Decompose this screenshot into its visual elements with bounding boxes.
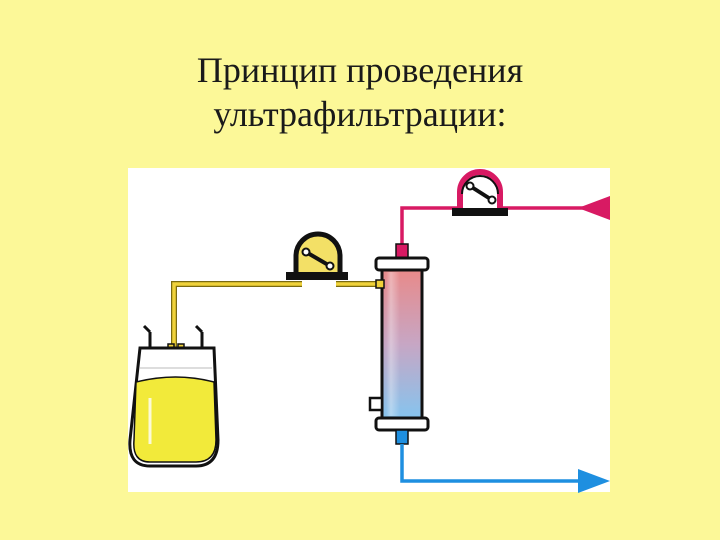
inflow-arrow-icon <box>578 196 610 220</box>
slide-title: Принцип проведения ультрафильтрации: <box>0 48 720 136</box>
outflow-arrow-icon <box>578 469 610 493</box>
title-line-1: Принцип проведения <box>196 50 524 90</box>
blood-pump-icon <box>452 169 508 216</box>
hemofilter-icon <box>368 256 430 432</box>
ultrafiltrate-bag-icon <box>128 324 220 468</box>
title-line-2: ультрафильтрации: <box>213 94 507 134</box>
filtrate-line <box>171 281 380 348</box>
filtrate-pump-icon <box>286 231 348 280</box>
blood-outflow-line <box>395 429 590 483</box>
